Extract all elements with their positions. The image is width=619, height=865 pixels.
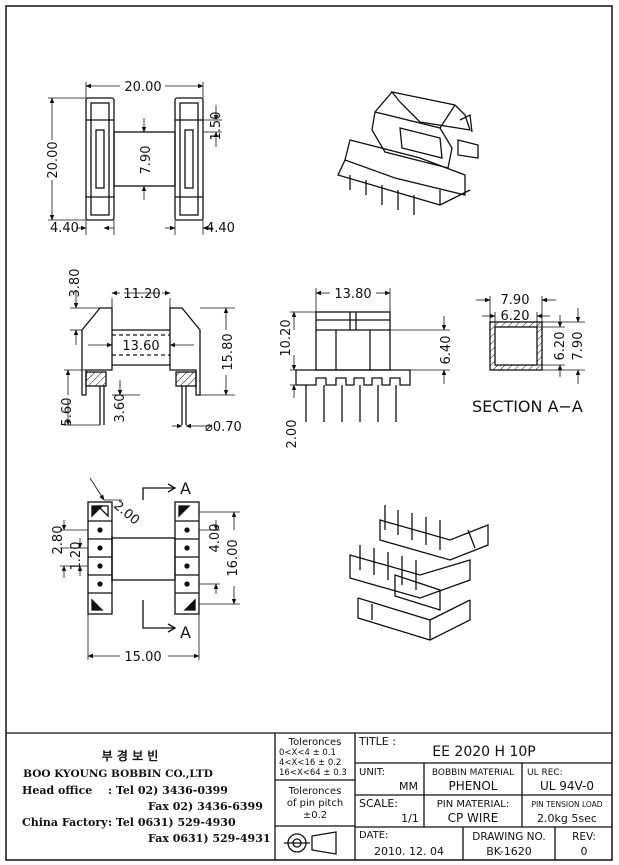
isometric-view-bottom [349, 505, 489, 641]
bobbin-material-label: BOBBIN MATERIAL [432, 768, 514, 778]
pitch-tol-1: Toleronces [288, 786, 342, 797]
tension-value: 2.0kg 5sec [537, 812, 597, 825]
dim-bottom-left-a: 2.80 [51, 526, 66, 555]
dim-side-pin-extra: 2.00 [285, 420, 300, 449]
section-mark-bottom: A [180, 623, 191, 642]
dim-section-inner-v: 6.20 [553, 332, 568, 361]
isometric-view-top [337, 90, 479, 215]
company-name-korean: 부 경 보 빈 [102, 748, 159, 763]
dim-side-height: 10.20 [279, 319, 294, 356]
pin-material-value: CP WIRE [448, 811, 499, 825]
head-office-label: Head office [22, 784, 92, 797]
scale-label: SCALE: [359, 797, 398, 810]
dim-core-height: 7.90 [139, 146, 154, 175]
dim-front-pin-offset: 3.60 [113, 394, 128, 423]
dim-section-outer-v: 7.90 [571, 332, 586, 361]
dim-side-core-height: 6.40 [439, 336, 454, 365]
drawing-no-value: BK-1620 [486, 845, 532, 858]
dim-front-height: 15.80 [221, 333, 236, 370]
bobbin-material-value: PHENOL [449, 779, 498, 793]
dim-flange-right: 4.40 [206, 221, 235, 236]
dim-flange-left: 4.40 [50, 221, 79, 236]
title-label: TITLE : [358, 735, 396, 748]
dim-front-inner-width: 11.20 [123, 287, 160, 302]
pitch-tol-2: of pin pitch [287, 798, 343, 809]
dim-front-pin-dia: ⌀0.70 [205, 420, 242, 435]
scale-value: 1/1 [401, 812, 419, 825]
head-office-tel: : Tel 02) 3436-0399 [108, 784, 228, 797]
dim-side-width: 13.80 [334, 287, 371, 302]
pitch-tol-3: ±0.2 [303, 810, 327, 821]
tension-label: PIN TENSION LOAD [531, 800, 602, 809]
view-section-aa [476, 296, 585, 384]
dim-bottom-left-b: 1.20 [69, 542, 84, 571]
dim-front-core-width: 13.60 [122, 339, 159, 354]
tol-header: Toleronces [288, 737, 342, 748]
unit-label: UNIT: [359, 767, 385, 778]
view-top-plan [48, 82, 222, 235]
dim-flange-gap: 1.50 [209, 112, 224, 141]
tol-range-2: 4<X<16 ± 0.2 [279, 758, 341, 768]
drawing-title: EE 2020 H 10P [432, 744, 535, 760]
company-name-english: BOO KYOUNG BOBBIN CO.,LTD [23, 768, 213, 780]
dim-top-width: 20.00 [124, 80, 161, 95]
drawing-no-label: DRAWING NO. [472, 831, 545, 843]
view-side [290, 288, 450, 422]
rev-label: REV: [572, 831, 596, 843]
tol-range-1: 0<X<4 ± 0.1 [279, 748, 336, 758]
head-office-fax: Fax 02) 3436-6399 [148, 800, 263, 813]
dim-bottom-span: 16.00 [226, 539, 241, 576]
dim-bottom-width: 15.00 [124, 650, 161, 665]
ul-value: UL 94V-0 [540, 779, 594, 793]
tol-range-3: 16<X<64 ± 0.3 [279, 768, 347, 778]
date-label: DATE: [359, 830, 388, 841]
unit-value: MM [399, 780, 418, 793]
sheet-border [5, 5, 613, 861]
section-mark-top: A [180, 479, 191, 498]
view-front [64, 290, 235, 429]
date-value: 2010. 12. 04 [374, 845, 444, 858]
pin-material-label: PIN MATERIAL: [437, 799, 509, 810]
china-factory-label: China Factory [22, 816, 108, 829]
dim-front-top: 3.80 [68, 269, 83, 298]
ul-label: UL REC: [527, 768, 563, 778]
dim-section-outer: 7.90 [501, 293, 530, 308]
dim-bottom-pitch: 4.00 [208, 524, 223, 553]
dim-front-pin-len: 5.60 [60, 398, 75, 427]
dim-section-inner: 6.20 [501, 309, 530, 324]
dim-top-height: 20.00 [46, 141, 61, 178]
section-label: SECTION A−A [472, 397, 583, 416]
rev-value: 0 [581, 845, 588, 858]
title-block [6, 732, 612, 860]
china-factory-fax: Fax 0631) 529-4931 [148, 832, 271, 845]
china-factory-tel: : Tel 0631) 529-4930 [108, 816, 236, 829]
dim-bottom-corner: 2.00 [110, 498, 142, 528]
view-bottom [60, 477, 240, 660]
